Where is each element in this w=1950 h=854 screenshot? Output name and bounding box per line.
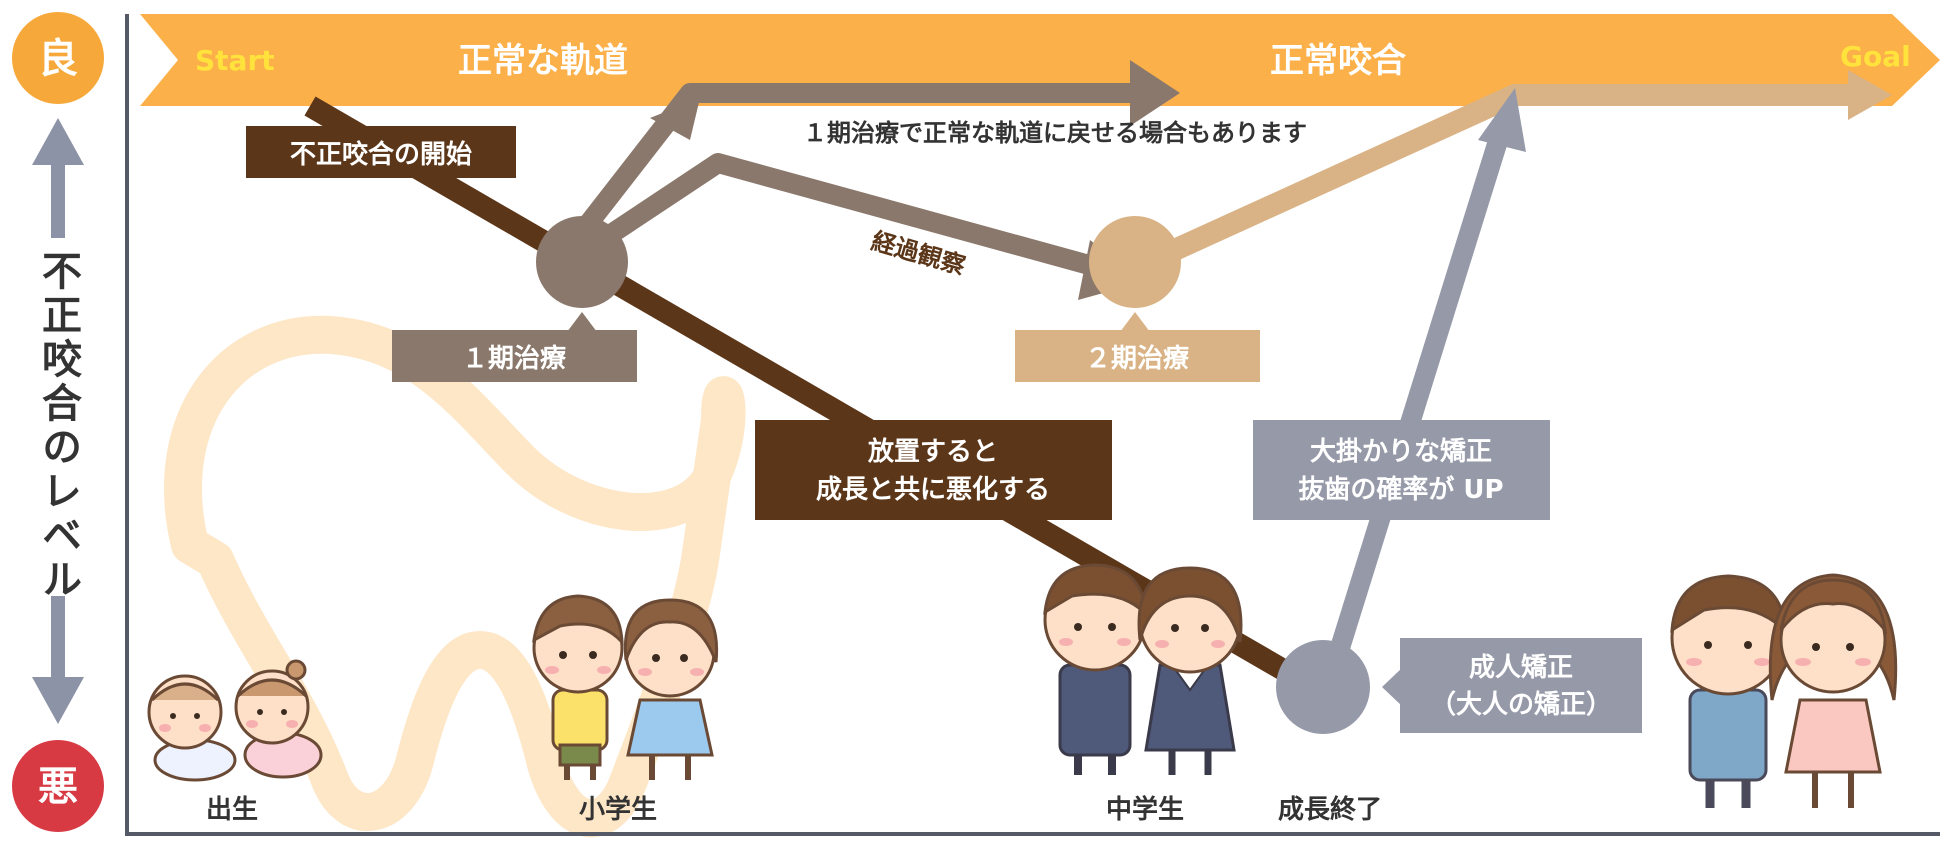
neglect-line-2: 成長と共に悪化する xyxy=(816,475,1050,505)
neglect-line-1: 放置すると xyxy=(867,436,998,467)
phase1-return-note: １期治療で正常な軌道に戻せる場合もあります xyxy=(803,119,1307,147)
good-circle xyxy=(12,12,104,104)
adult-line-2: （大人の矯正） xyxy=(1430,690,1612,720)
banner-normal-occlusion: 正常咬合 xyxy=(1270,41,1406,81)
growth-end-node xyxy=(1276,640,1370,734)
level-label-background xyxy=(34,238,82,596)
neglect-warning-box xyxy=(755,420,1112,520)
banner-goal: Goal xyxy=(1840,40,1911,73)
babies-illustration xyxy=(147,659,323,782)
normal-track-banner xyxy=(140,14,1940,106)
phase2-callout-pointer xyxy=(1120,312,1150,332)
phase1-return-arrowhead xyxy=(1130,60,1180,126)
level-arrow-up-head xyxy=(32,118,84,165)
elementary-kids-illustration xyxy=(532,594,719,780)
major-orthodontics-box xyxy=(1253,420,1550,520)
phase2-to-goal-arrowhead xyxy=(1848,70,1892,120)
phase1-node xyxy=(536,216,628,308)
adult-couple-illustration xyxy=(1670,573,1898,808)
major-line-1: 大掛かりな矯正 xyxy=(1310,437,1492,467)
adult-treatment-arrow-shaft xyxy=(1320,125,1512,683)
stage-junior-high: 中学生 xyxy=(1106,794,1184,825)
malocclusion-start-box xyxy=(246,126,516,178)
major-line-2: 抜歯の確率が UP xyxy=(1298,474,1503,505)
banner-normal-track: 正常な軌道 xyxy=(458,41,628,81)
adult-treatment-arrowhead xyxy=(1478,88,1526,152)
level-arrow-down-head xyxy=(32,677,84,724)
phase1-treatment-box xyxy=(392,330,637,382)
observation-arrow xyxy=(584,153,1103,278)
adult-line-1: 成人矯正 xyxy=(1469,653,1573,683)
stage-elementary: 小学生 xyxy=(579,794,657,825)
banner-start: Start xyxy=(195,44,275,77)
adult-callout-pointer xyxy=(1382,668,1402,706)
junior-high-students-illustration xyxy=(1043,563,1243,775)
malocclusion-start-label: 不正咬合の開始 xyxy=(290,139,472,170)
bad-circle xyxy=(12,740,104,832)
phase1-callout-pointer xyxy=(567,312,597,332)
stage-growth-end: 成長終了 xyxy=(1278,794,1382,825)
level-axis-label: 不正咬合のレベル xyxy=(35,250,82,602)
phase2-treatment-label: ２期治療 xyxy=(1085,344,1190,374)
stage-birth: 出生 xyxy=(206,795,258,825)
phase1-return-start-head xyxy=(650,98,700,140)
phase2-node xyxy=(1089,216,1181,308)
phase1-treatment-label: １期治療 xyxy=(462,344,567,374)
adult-orthodontics-box xyxy=(1400,638,1642,733)
good-label: 良 xyxy=(38,36,78,82)
bad-label: 悪 xyxy=(38,764,78,810)
phase1-return-arrow xyxy=(577,83,1140,235)
phase2-treatment-box xyxy=(1015,330,1260,382)
